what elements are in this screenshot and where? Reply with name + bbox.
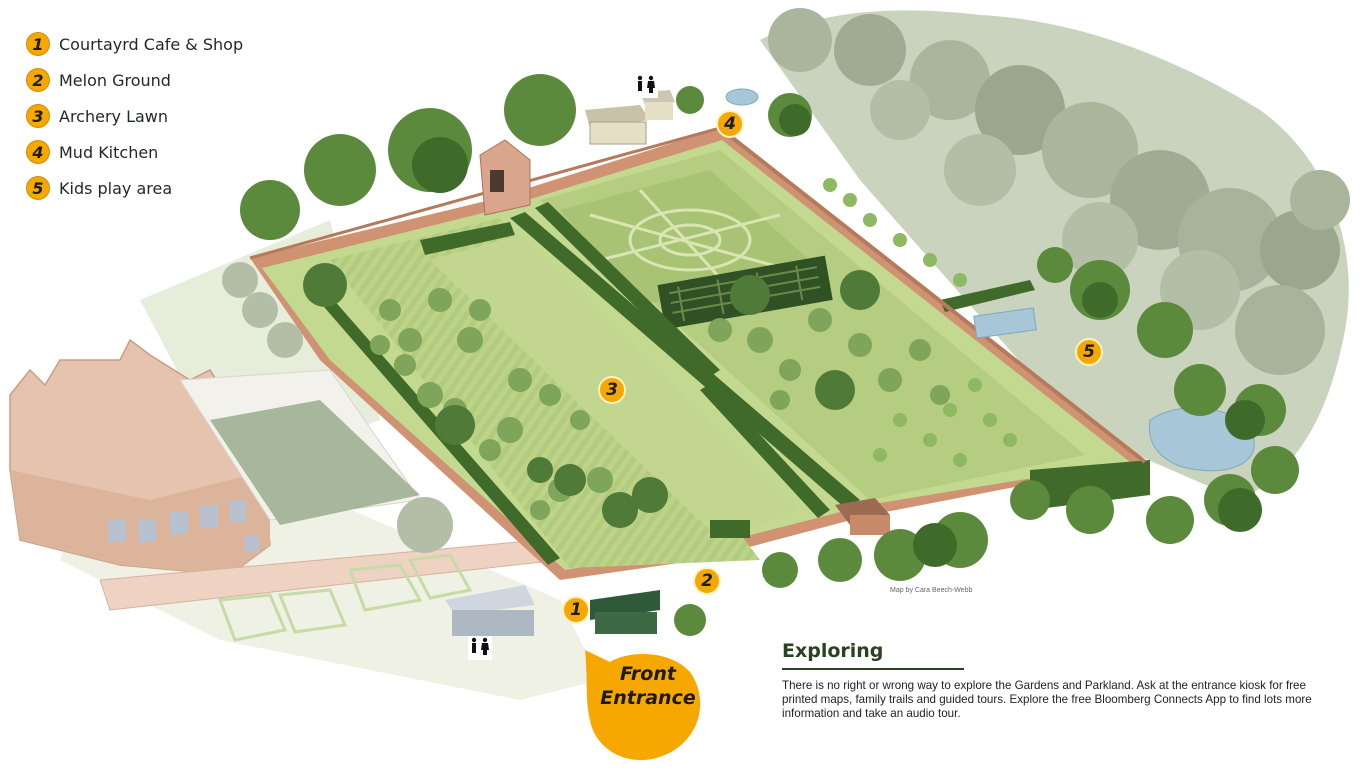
number-badge-icon: 2 (26, 68, 50, 92)
legend-label: Kids play area (59, 178, 173, 198)
map-marker-archery-lawn[interactable]: 3 (598, 376, 626, 404)
legend-label: Melon Ground (59, 70, 171, 90)
buildings (445, 90, 890, 636)
front-entrance-label: Front Entrance (598, 662, 698, 710)
tree-icon (222, 74, 1299, 636)
toilets-icon (468, 636, 492, 660)
map-marker-cafe[interactable]: 1 (562, 596, 590, 624)
number-badge-icon: 3 (26, 104, 50, 128)
legend-item[interactable]: 2 Melon Ground (26, 62, 243, 98)
legend: 1 Courtayrd Cafe & Shop 2 Melon Ground 3… (26, 26, 243, 206)
speech-bubble-icon (585, 650, 701, 761)
exploring-title: Exploring (782, 640, 884, 662)
map-marker-mud-kitchen[interactable]: 4 (716, 110, 744, 138)
map-credit: Map by Cara Beech-Webb (890, 587, 973, 594)
legend-item[interactable]: 4 Mud Kitchen (26, 134, 243, 170)
legend-label: Archery Lawn (59, 106, 169, 126)
legend-label: Mud Kitchen (59, 142, 159, 162)
exploring-text: There is no right or wrong way to explor… (782, 679, 1312, 720)
exploring-panel: Exploring There is no right or wrong way… (782, 640, 1342, 721)
legend-item[interactable]: 1 Courtayrd Cafe & Shop (26, 26, 243, 62)
toilets-icon (634, 74, 658, 98)
paddocks (217, 553, 473, 642)
number-badge-icon: 5 (26, 176, 50, 200)
entrance-line-2: Entrance (600, 687, 696, 709)
map-marker-kids-play-area[interactable]: 5 (1075, 338, 1103, 366)
map-marker-melon-ground[interactable]: 2 (693, 567, 721, 595)
legend-label: Courtayrd Cafe & Shop (59, 34, 244, 54)
entrance-line-1: Front (620, 663, 676, 685)
number-badge-icon: 1 (26, 32, 50, 56)
title-underline (782, 668, 964, 670)
house (9, 338, 562, 611)
legend-item[interactable]: 5 Kids play area (26, 170, 243, 206)
number-badge-icon: 4 (26, 140, 50, 164)
legend-item[interactable]: 3 Archery Lawn (26, 98, 243, 134)
